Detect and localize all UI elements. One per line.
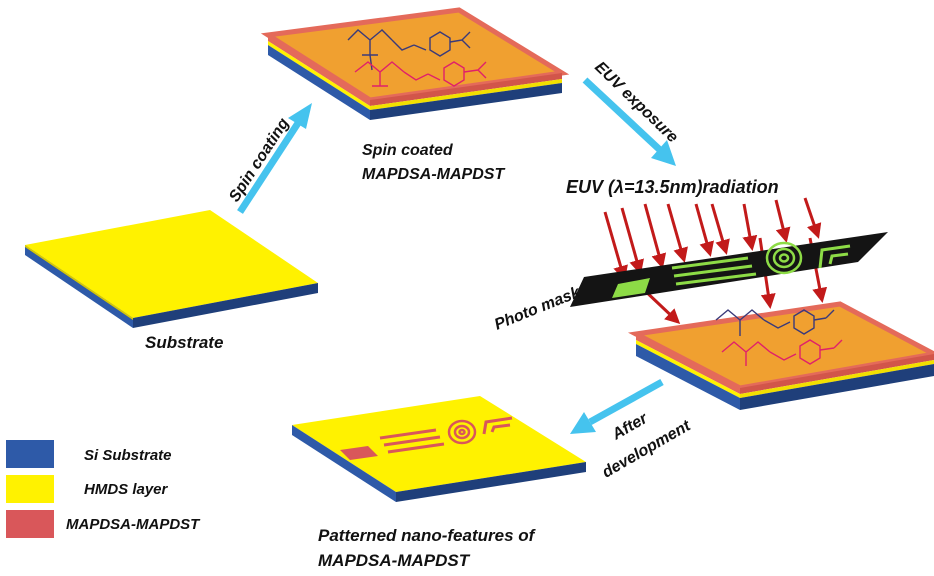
spin-coated-label-line2: MAPDSA-MAPDST — [362, 166, 505, 183]
polymer-structure — [347, 29, 487, 87]
pattern-line-features — [379, 428, 445, 454]
after-development-label-line1: After — [609, 410, 651, 444]
pattern-corner-feature — [482, 416, 513, 435]
substrate-label: Substrate — [145, 333, 223, 352]
legend-label-hmds: HMDS layer — [84, 481, 169, 498]
legend-item-resist: MAPDSA-MAPDST — [6, 510, 201, 538]
legend-item-hmds: HMDS layer — [6, 475, 169, 503]
legend-label-si-substrate: Si Substrate — [84, 447, 172, 464]
euv-exposure-arrow — [582, 77, 676, 166]
legend-label-resist: MAPDSA-MAPDST — [66, 516, 201, 533]
spin-coated-slab — [260, 7, 570, 120]
pattern-ring-feature — [447, 419, 477, 445]
exposed-slab — [627, 301, 934, 410]
legend: Si Substrate HMDS layer MAPDSA-MAPDST — [6, 440, 201, 538]
exposed-polymer-structure — [715, 309, 843, 366]
spin-coated-label-line1: Spin coated — [362, 142, 454, 159]
pattern-square-feature — [340, 446, 378, 460]
legend-swatch-si-substrate — [6, 440, 54, 468]
legend-swatch-hmds — [6, 475, 54, 503]
mask-line-features — [671, 256, 757, 286]
mask-corner-feature — [818, 244, 851, 269]
patterned-label-line2: MAPDSA-MAPDST — [318, 551, 471, 570]
spin-coating-label: Spin coating — [226, 115, 293, 205]
substrate-slab — [25, 210, 318, 328]
patterned-label-line1: Patterned nano-features of — [318, 526, 537, 545]
legend-item-si-substrate: Si Substrate — [6, 440, 172, 468]
after-development-arrow — [570, 378, 664, 434]
mask-ring-feature — [765, 241, 803, 275]
mask-square-feature — [612, 278, 650, 298]
patterned-slab — [292, 396, 586, 502]
legend-swatch-resist — [6, 510, 54, 538]
photo-mask-label: Photo mask — [492, 284, 583, 334]
photo-mask — [570, 232, 888, 307]
spin-coating-arrow — [237, 103, 312, 214]
euv-radiation-label: EUV (λ=13.5nm)radiation — [566, 177, 779, 197]
